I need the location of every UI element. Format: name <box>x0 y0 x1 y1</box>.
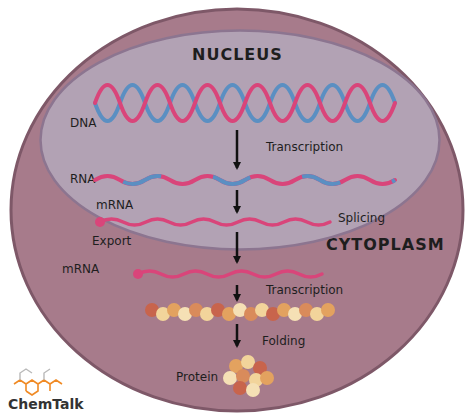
protein-stage: Protein <box>172 354 272 396</box>
process-label: Transcription <box>266 140 343 154</box>
outline-shape <box>11 9 463 411</box>
cell-membrane: CYTOPLASMNUCLEUSDNARNAmRNAmRNAProtein <box>8 6 466 414</box>
logo-icon <box>20 369 50 380</box>
compartment-title: NUCLEUS <box>192 46 283 64</box>
mrna-stage: mRNA <box>92 212 342 232</box>
rna-stage: RNA <box>68 168 403 190</box>
molecule-label: mRNA <box>96 198 133 212</box>
watermark: ChemTalk <box>8 396 84 412</box>
logo-icon <box>14 380 62 395</box>
compartment-title: CYTOPLASM <box>326 236 445 254</box>
molecule-label: mRNA <box>62 262 99 276</box>
process-label: Folding <box>262 334 305 348</box>
process-label: Export <box>92 234 131 248</box>
process-label: Transcription <box>266 283 343 297</box>
molecule-label: Protein <box>176 370 218 384</box>
outline-shape <box>41 31 440 250</box>
mrna-stage: mRNA <box>58 262 328 284</box>
process-label: Splicing <box>338 211 385 225</box>
molecule-label: DNA <box>70 116 96 130</box>
dna-stage: DNA <box>68 78 403 130</box>
molecule-label: RNA <box>70 172 96 186</box>
